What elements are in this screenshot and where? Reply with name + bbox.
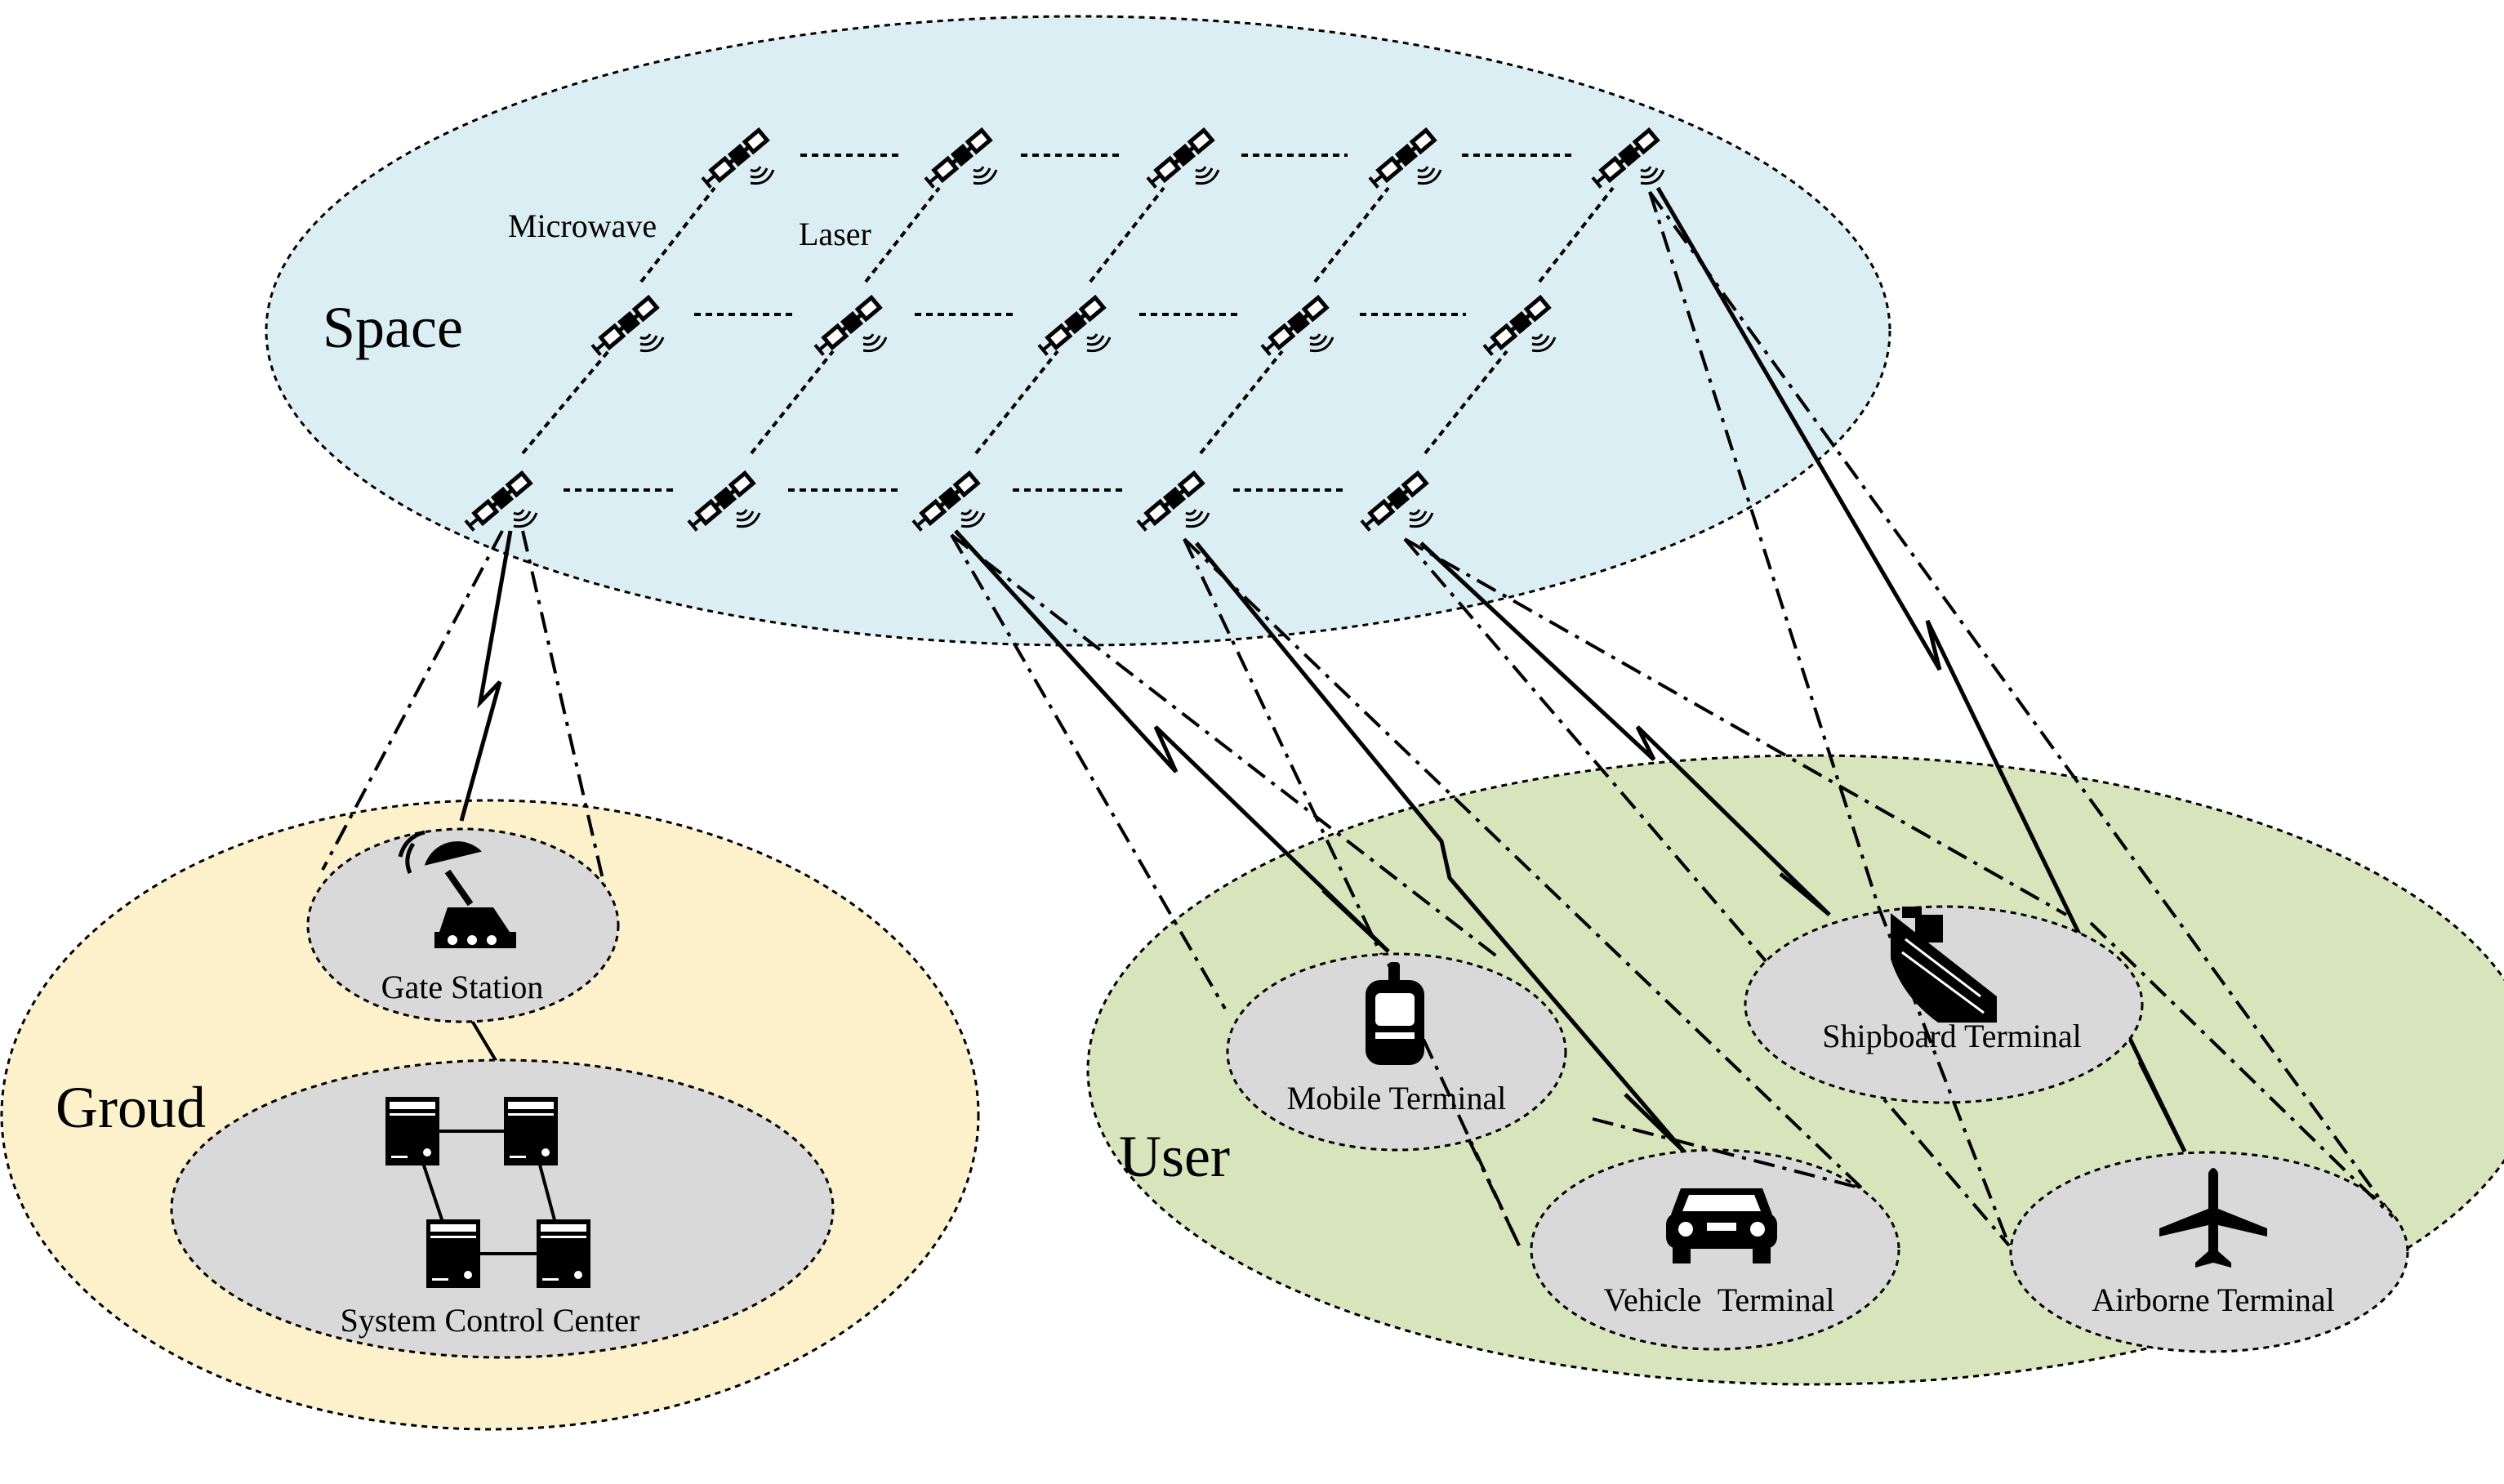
communication-links <box>459 186 2187 1153</box>
space-region-label: Space <box>323 295 463 360</box>
coverage-beams <box>321 190 2395 1247</box>
laser-links <box>564 154 1572 492</box>
airborne-terminal-label: Airborne Terminal <box>2092 1281 2334 1318</box>
user-region-label: User <box>1119 1124 1230 1189</box>
microwave-links <box>521 186 1615 455</box>
vehicle-terminal-node <box>1530 1148 1900 1351</box>
ship-icon <box>1891 907 1997 1023</box>
shipboard-terminal-label: Shipboard Terminal <box>1822 1018 2082 1054</box>
laser-label: Laser <box>799 216 871 252</box>
airplane-icon <box>2159 1168 2267 1268</box>
communication-links-over <box>1321 872 2187 1153</box>
microwave-label: Microwave <box>508 207 657 244</box>
vehicle-terminal-label: Vehicle Terminal <box>1603 1281 1834 1318</box>
ground-region-label: Groud <box>56 1075 206 1140</box>
control-center-node <box>170 1058 835 1359</box>
server-network-icon <box>385 1097 590 1288</box>
car-icon <box>1666 1188 1777 1263</box>
mobile-phone-icon <box>1366 962 1424 1065</box>
satellite-dish-icon <box>398 830 516 948</box>
control-center-label: System Control Center <box>341 1302 640 1339</box>
gate-station-label: Gate Station <box>381 969 544 1005</box>
mobile-terminal-label: Mobile Terminal <box>1287 1080 1507 1116</box>
